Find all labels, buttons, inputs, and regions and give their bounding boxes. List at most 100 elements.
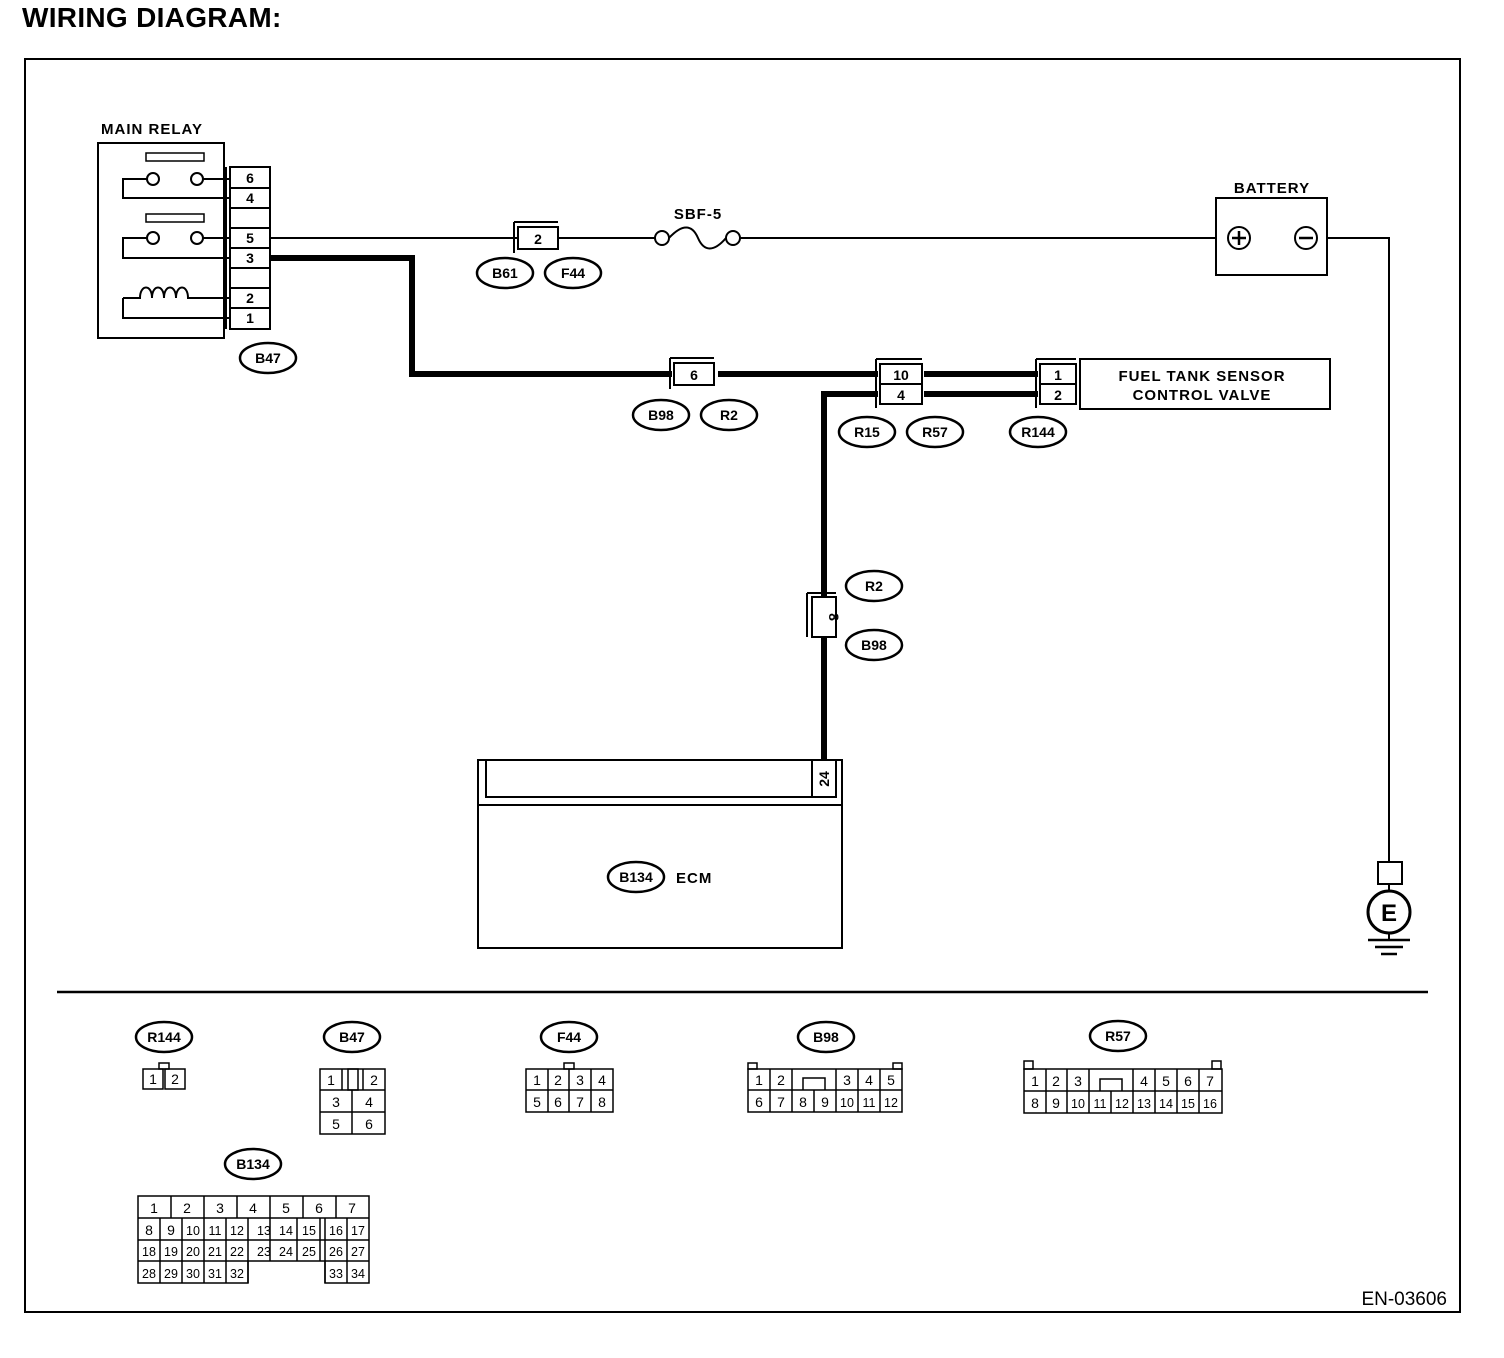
legend-r57-pin: 5 (1162, 1073, 1170, 1089)
legend-b98-name: B98 (813, 1029, 839, 1045)
legend-b47-name: B47 (339, 1029, 365, 1045)
tag-r57: R57 (922, 424, 948, 440)
relay-pin-3: 3 (246, 250, 254, 266)
legend-b98-pin: 2 (777, 1072, 785, 1088)
legend-f44: F44 1 2 3 4 5 6 7 8 (525, 1020, 614, 1113)
legend-b134-pin: 9 (167, 1222, 175, 1238)
r15-pin-10: 10 (893, 367, 909, 383)
b98-top-pin: 6 (690, 367, 698, 383)
legend-b134-pin: 12 (230, 1224, 244, 1238)
wire-battery-ground (1318, 237, 1390, 862)
legend-f44-pin: 2 (554, 1072, 562, 1088)
legend-b134-pin: 28 (142, 1267, 156, 1281)
legend-b98-pin: 10 (840, 1096, 854, 1110)
connector-b98-r2-top: 6 B98 R2 (631, 357, 759, 432)
legend-b134-pin: 6 (315, 1200, 323, 1216)
legend-f44-pin: 7 (576, 1094, 584, 1110)
valve-pin-2: 2 (1054, 387, 1062, 403)
connector-b61-f44: 2 B61 F44 (475, 221, 603, 290)
b61-pin: 2 (534, 231, 542, 247)
legend-b98-pin: 7 (777, 1094, 785, 1110)
main-relay: MAIN RELAY 6 4 5 3 2 1 B47 (97, 121, 298, 375)
wire-relay-valve (270, 255, 672, 377)
legend-r57-pin: 9 (1052, 1095, 1060, 1111)
legend-b47-pin: 4 (365, 1094, 373, 1110)
legend-b134-pin: 14 (279, 1224, 293, 1238)
fuse-sbf5: SBF-5 (654, 206, 741, 250)
legend-r57-pin: 15 (1181, 1097, 1195, 1111)
legend-b134-pin: 25 (302, 1245, 316, 1259)
legend-b47-pin: 6 (365, 1116, 373, 1132)
legend-b134-pin: 33 (329, 1267, 343, 1281)
legend-r144-pin: 1 (149, 1071, 157, 1087)
legend-b134-pin: 3 (216, 1200, 224, 1216)
legend-b134-pin: 34 (351, 1267, 365, 1281)
legend-b134-pin: 20 (186, 1245, 200, 1259)
legend-b134-pin: 23 (257, 1245, 271, 1259)
legend-b98-pin: 12 (884, 1096, 898, 1110)
legend-b98-pin: 4 (865, 1072, 873, 1088)
legend-b134-pin: 10 (186, 1224, 200, 1238)
legend-b134-pin: 17 (351, 1224, 365, 1238)
legend-f44-pin: 1 (533, 1072, 541, 1088)
battery-label: BATTERY (1234, 180, 1310, 197)
tag-b47: B47 (255, 350, 281, 366)
tag-b98-top: B98 (648, 407, 674, 423)
legend-b134-pin: 5 (282, 1200, 290, 1216)
legend-b134-pin: 15 (302, 1224, 316, 1238)
legend-r144-pin: 2 (171, 1071, 179, 1087)
ground: E (1366, 861, 1412, 956)
page-title: WIRING DIAGRAM: (22, 2, 282, 33)
tag-r144: R144 (1021, 424, 1055, 440)
relay-pin-6: 6 (246, 170, 254, 186)
legend-r57-pin: 1 (1031, 1073, 1039, 1089)
legend-r57-pin: 13 (1137, 1097, 1151, 1111)
tag-r15: R15 (854, 424, 880, 440)
legend-b98-pin: 8 (799, 1094, 807, 1110)
legend-b47-pin: 1 (327, 1072, 335, 1088)
legend-b134: B134 1 2 3 4 5 6 7 8 9 10 (137, 1147, 370, 1284)
legend-b134-pin: 27 (351, 1245, 365, 1259)
connector-r15-r57: 10 4 R15 R57 (837, 358, 965, 449)
legend-f44-pin: 3 (576, 1072, 584, 1088)
legend-f44-pin: 8 (598, 1094, 606, 1110)
legend-b134-pin: 24 (279, 1245, 293, 1259)
legend-r57-pin: 14 (1159, 1097, 1173, 1111)
relay-pin-5: 5 (246, 230, 254, 246)
tag-b98-vert: B98 (861, 637, 887, 653)
legend-b134-pin: 30 (186, 1267, 200, 1281)
valve-label-line1: FUEL TANK SENSOR (1118, 368, 1285, 385)
legend-f44-name: F44 (557, 1029, 581, 1045)
legend-r57: R57 1 2 3 4 5 6 7 8 9 10 11 12 13 14 15 … (1023, 1019, 1223, 1114)
legend-b47: B47 1 2 3 4 5 6 (319, 1020, 386, 1135)
connector-b98-r2-vertical: 8 R2 B98 (806, 569, 904, 662)
legend-r57-pin: 6 (1184, 1073, 1192, 1089)
legend-b134-pin: 2 (183, 1200, 191, 1216)
legend-b134-pin: 19 (164, 1245, 178, 1259)
relay-pin-4: 4 (246, 190, 254, 206)
legend-f44-pin: 4 (598, 1072, 606, 1088)
legend-r57-pin: 12 (1115, 1097, 1129, 1111)
legend-r57-name: R57 (1105, 1028, 1131, 1044)
legend-b134-pin: 4 (249, 1200, 257, 1216)
valve-pin-1: 1 (1054, 367, 1062, 383)
legend-b98-pin: 1 (755, 1072, 763, 1088)
legend-b134-pin: 29 (164, 1267, 178, 1281)
fuel-tank-sensor-control-valve: 1 2 FUEL TANK SENSOR CONTROL VALVE R144 (1008, 358, 1331, 449)
legend-b98-pin: 5 (887, 1072, 895, 1088)
legend-f44-pin: 5 (533, 1094, 541, 1110)
legend-b98-pin: 9 (821, 1094, 829, 1110)
legend-b134-pin: 21 (208, 1245, 222, 1259)
relay-pin-2: 2 (246, 290, 254, 306)
battery: BATTERY (1215, 180, 1328, 276)
legend-r57-pin: 4 (1140, 1073, 1148, 1089)
main-relay-label: MAIN RELAY (101, 121, 203, 138)
legend-b134-pin: 31 (208, 1267, 222, 1281)
legend-b134-pin: 8 (145, 1222, 153, 1238)
legend-b134-pin: 7 (348, 1200, 356, 1216)
valve-label-line2: CONTROL VALVE (1133, 387, 1272, 404)
legend-b134-pin: 22 (230, 1245, 244, 1259)
figure-code: EN-03606 (1361, 1289, 1447, 1310)
legend-b98-pin: 6 (755, 1094, 763, 1110)
legend-b134-pin: 16 (329, 1224, 343, 1238)
